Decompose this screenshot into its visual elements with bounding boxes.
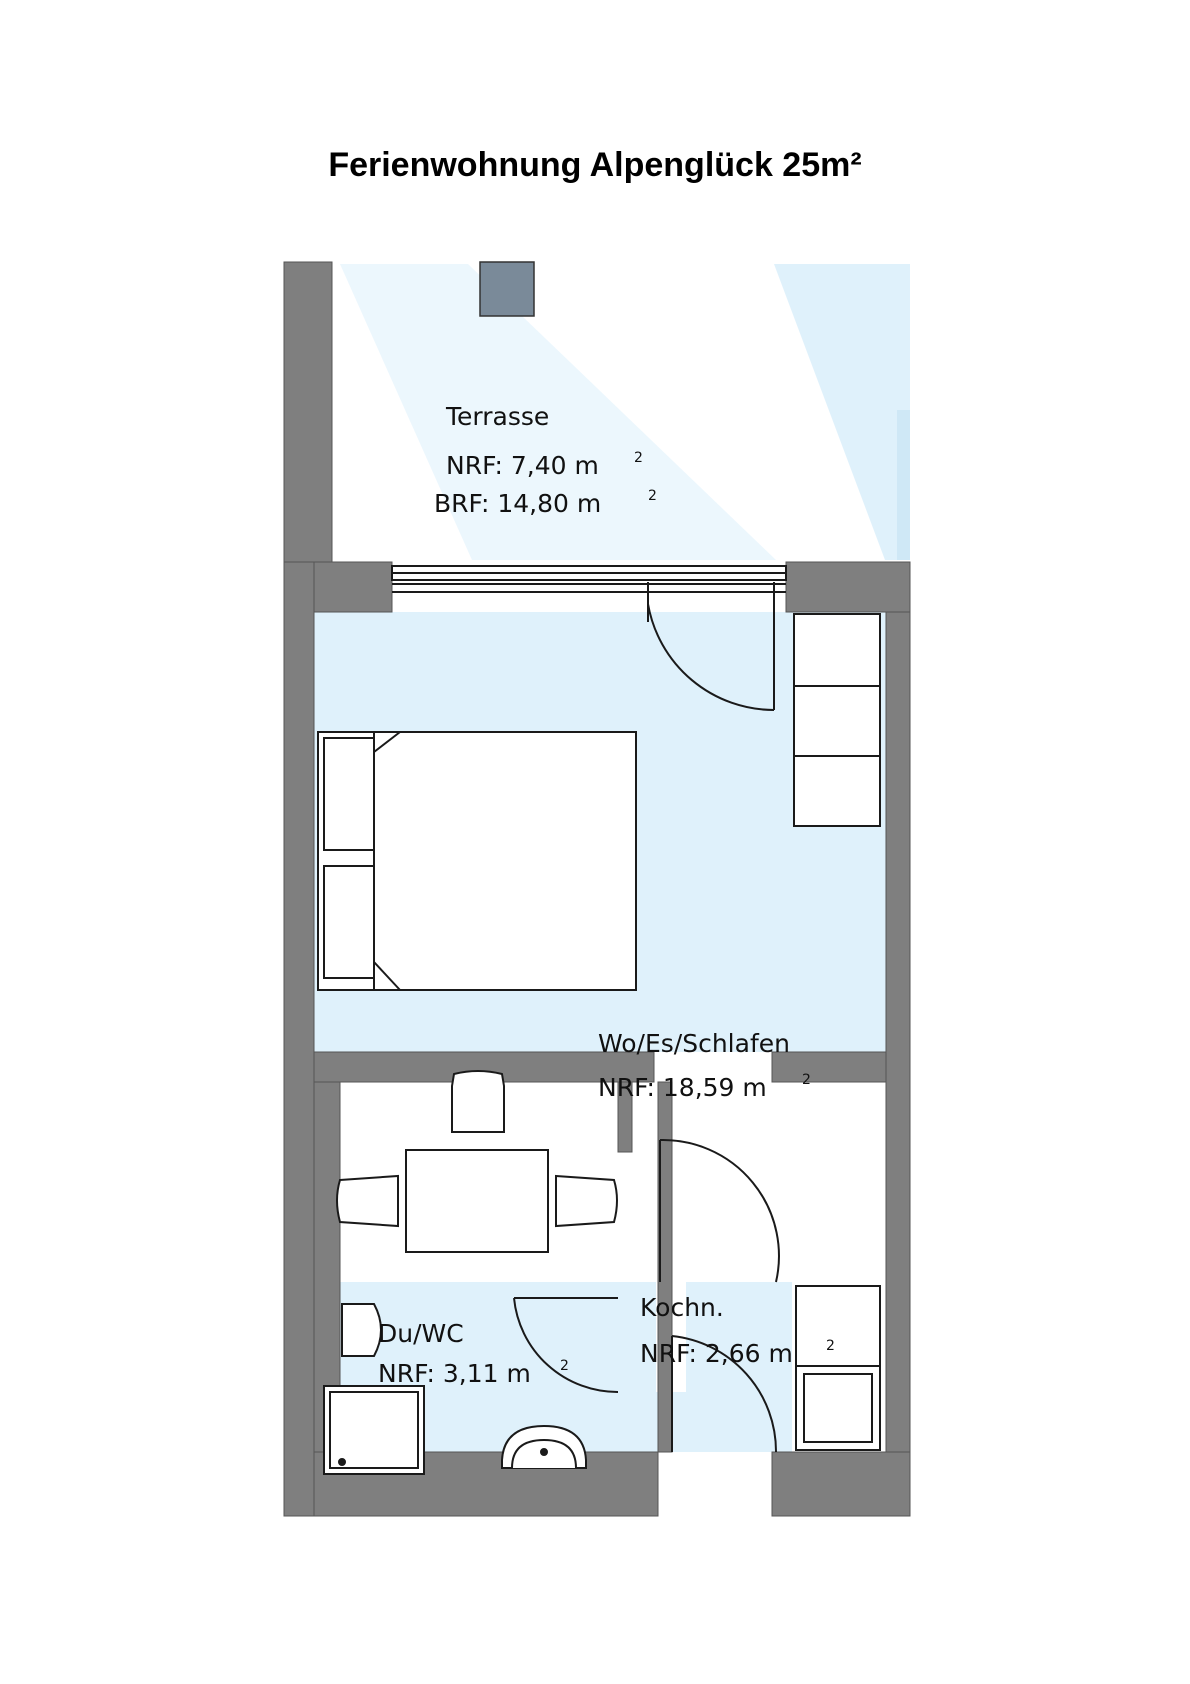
terrace-floor-shade xyxy=(340,264,910,560)
bathroom-fixtures xyxy=(323,1303,587,1475)
chair-top xyxy=(451,1070,505,1133)
bath-kitchen-wall-lower xyxy=(657,1081,673,1453)
double-bed xyxy=(317,731,637,991)
bottom-wall-right xyxy=(771,1451,911,1517)
bathroom-nrf: NRF: 3,11 m xyxy=(378,1359,531,1388)
terrace-brf: BRF: 14,80 m xyxy=(434,489,601,518)
walls xyxy=(283,261,911,1517)
dining-set xyxy=(336,1070,618,1253)
partition-wall-right xyxy=(771,1051,887,1083)
entrance-door xyxy=(671,1335,778,1453)
top-wall-left xyxy=(313,561,393,613)
toilet xyxy=(341,1303,382,1357)
dining-table xyxy=(405,1149,549,1253)
room-labels: Terrasse NRF: 7,40 m 2 BRF: 14,80 m 2 Wo… xyxy=(378,402,835,1388)
kitchen-units xyxy=(795,1285,881,1451)
terrace-nrf: NRF: 7,40 m xyxy=(446,451,599,480)
bathroom-door xyxy=(513,1297,619,1394)
chair-right xyxy=(555,1174,618,1228)
kitchen-name: Kochn. xyxy=(640,1293,724,1322)
terrace xyxy=(284,261,910,562)
pillow-right xyxy=(323,865,375,979)
terrace-door xyxy=(647,582,775,711)
terrace-left-wall xyxy=(283,261,333,563)
living-nrf-exp: 2 xyxy=(802,1072,811,1088)
bathroom-nrf-exp: 2 xyxy=(560,1358,569,1374)
chimney xyxy=(479,261,535,317)
terrace-name: Terrasse xyxy=(445,402,549,431)
pillow-left xyxy=(323,737,375,851)
left-outer-wall xyxy=(283,561,315,1517)
kitchen-nrf-exp: 2 xyxy=(826,1338,835,1354)
kitchen-nrf: NRF: 2,66 m xyxy=(640,1339,793,1368)
terrace-window xyxy=(391,565,787,593)
corridor-door xyxy=(659,1138,780,1283)
living-name: Wo/Es/Schlafen xyxy=(598,1029,790,1058)
bath-kitchen-wall-upper xyxy=(617,1081,633,1153)
living-nrf: NRF: 18,59 m xyxy=(598,1073,767,1102)
kitchen-counter xyxy=(795,1285,881,1367)
bathroom-name: Du/WC xyxy=(378,1319,464,1348)
terrace-brf-exp: 2 xyxy=(648,488,657,504)
terrace-nrf-exp: 2 xyxy=(634,450,643,466)
chair-left xyxy=(336,1174,399,1228)
wardrobe xyxy=(793,613,881,827)
page-title: Ferienwohnung Alpenglück 25m² xyxy=(328,146,862,184)
right-outer-wall xyxy=(885,611,911,1517)
top-wall-right xyxy=(785,561,911,613)
